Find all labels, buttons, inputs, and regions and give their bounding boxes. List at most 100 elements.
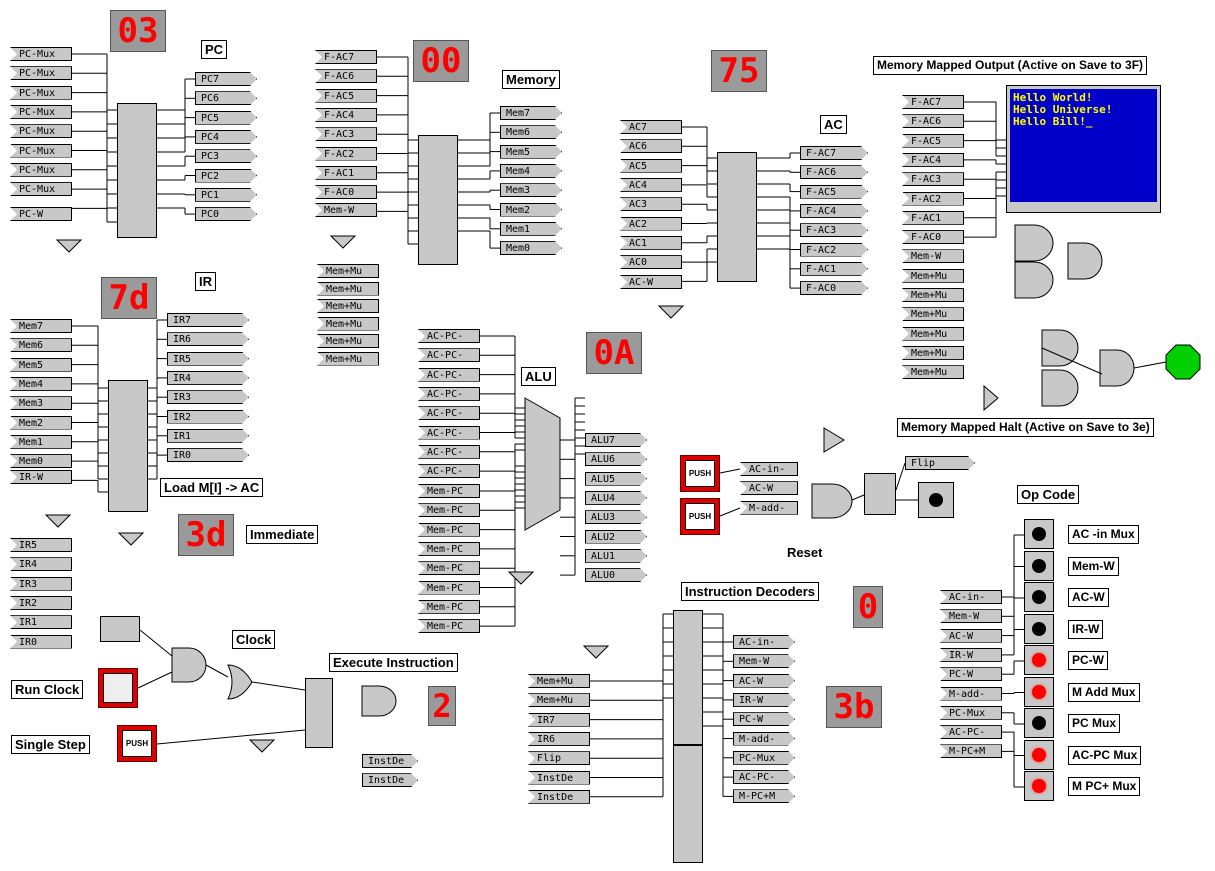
mem-data-input: F-AC6 — [315, 69, 377, 84]
screen-line: Hello Bill!_ — [1013, 115, 1093, 128]
ir-output: IR5 — [167, 352, 249, 366]
opcode-led — [1024, 676, 1054, 707]
mem-data-input: F-AC7 — [315, 50, 377, 64]
flip-output: Flip — [905, 456, 975, 470]
mmo-input: F-AC5 — [902, 133, 964, 148]
alu-b-input: Mem-PC — [418, 484, 480, 498]
pc-mux-input: PC-Mux — [10, 162, 72, 177]
pc-output: PC1 — [195, 188, 257, 202]
run-clock-switch[interactable] — [98, 668, 138, 708]
ac-data-input: AC3 — [620, 197, 682, 212]
ir-data-input: Mem5 — [10, 357, 72, 372]
clock-generator — [100, 616, 140, 642]
decoder-output: M-PC+M — [733, 789, 795, 803]
alu-output: ALU7 — [585, 433, 647, 447]
mem-address-input: Mem+Mu — [317, 351, 379, 366]
flip-flop — [864, 473, 896, 515]
pc-title: PC — [201, 40, 228, 59]
decoder-input: Mem+Mu — [528, 693, 590, 708]
ac-display: 75 — [711, 50, 767, 92]
ir-data-input: Mem3 — [10, 396, 72, 411]
decoder-rom-2 — [673, 745, 703, 863]
mmo-input: F-AC4 — [902, 152, 964, 167]
ground-symbol — [248, 739, 276, 753]
mem-output: Mem1 — [500, 222, 562, 236]
and-gate — [1014, 224, 1054, 262]
opcode-label: PC Mux — [1068, 714, 1121, 733]
alu-output: ALU1 — [585, 549, 647, 563]
opcode-label: AC-PC Mux — [1068, 745, 1142, 765]
mmo-input: F-AC6 — [902, 114, 964, 129]
inverter-gate — [823, 427, 845, 453]
push-button[interactable]: PUSH — [680, 455, 720, 492]
ir-output: IR4 — [167, 371, 249, 385]
opcode-input: AC-PC- — [940, 725, 1002, 740]
mem-data-input: F-AC2 — [315, 146, 377, 161]
mem-output: Mem7 — [500, 106, 562, 120]
single-step-button[interactable]: PUSH — [117, 725, 157, 762]
and-gate — [811, 483, 853, 519]
execute-title: Execute Instruction — [329, 653, 458, 672]
pc-mux-input: PC-Mux — [10, 124, 72, 139]
opcode-label: AC-W — [1068, 588, 1109, 607]
mem-data-input: F-AC3 — [315, 127, 377, 142]
immediate-title: Immediate — [246, 525, 319, 544]
ac-output: F-AC3 — [800, 223, 868, 237]
immediate-input: IR2 — [10, 595, 72, 610]
ground-symbol — [117, 532, 145, 546]
decoder-mid-display: 3b — [826, 686, 882, 728]
alu-b-input: Mem-PC — [418, 580, 480, 595]
memory-mapped-screen: Hello World! Hello Universe! Hello Bill!… — [1006, 85, 1161, 213]
mem-output: Mem0 — [500, 241, 562, 255]
pc-write-input: PC-W — [10, 207, 72, 221]
and-gate — [1067, 242, 1103, 280]
and-gate — [171, 647, 207, 683]
ac-output: F-AC5 — [800, 185, 868, 199]
run-clock-label: Run Clock — [11, 680, 84, 699]
ground-symbol — [657, 305, 685, 319]
and-gate — [1099, 349, 1135, 387]
ir-display: 7d — [101, 277, 157, 319]
decoder-input: InstDe — [528, 770, 590, 785]
decoder-input: IR7 — [528, 712, 590, 727]
flip-indicator — [918, 482, 954, 518]
ground-symbol — [55, 239, 83, 253]
alu-b-input: Mem-PC — [418, 541, 480, 556]
and-gate — [1014, 261, 1054, 299]
mem-address-input: Mem+Mu — [317, 299, 379, 313]
reset-push-button[interactable]: PUSH — [680, 498, 720, 535]
and-gate — [1041, 329, 1079, 367]
ac-output: F-AC2 — [800, 243, 868, 257]
ground-symbol — [44, 514, 72, 528]
pc-output: PC6 — [195, 91, 257, 105]
opcode-led — [1024, 708, 1054, 738]
ir-output: IR1 — [167, 429, 249, 443]
step-display: 2 — [428, 686, 456, 726]
mem-output: Mem4 — [500, 164, 562, 178]
ir-data-input: Mem0 — [10, 454, 72, 469]
ac-write-input: AC-W — [620, 275, 682, 289]
ir-write-input: IR-W — [10, 470, 72, 484]
clock-title: Clock — [232, 630, 276, 649]
ac-output: F-AC1 — [800, 262, 868, 276]
mem-write-input: Mem-W — [315, 203, 377, 217]
decoder-output: AC-PC- — [733, 770, 795, 784]
alu-a-input: AC-PC- — [418, 348, 480, 363]
ir-data-input: Mem4 — [10, 376, 72, 391]
alu-b-input: Mem-PC — [418, 619, 480, 634]
mem-address-input: Mem+Mu — [317, 281, 379, 296]
mmh-title: Memory Mapped Halt (Active on Save to 3e… — [897, 418, 1154, 437]
mmo-title: Memory Mapped Output (Active on Save to … — [873, 56, 1148, 75]
pc-output: PC2 — [195, 169, 257, 183]
mem-output: Mem5 — [500, 145, 562, 159]
alu-b-input: Mem-PC — [418, 503, 480, 518]
opcode-input: Mem-W — [940, 609, 1002, 624]
pc-output: PC0 — [195, 207, 257, 221]
opcode-label: AC -in Mux — [1068, 525, 1139, 544]
alu-b-input: Mem-PC — [418, 522, 480, 537]
decoders-title: Instruction Decoders — [681, 582, 820, 601]
mmo-input: F-AC2 — [902, 191, 964, 206]
ground-symbol — [507, 571, 535, 585]
opcode-led — [1024, 645, 1054, 675]
